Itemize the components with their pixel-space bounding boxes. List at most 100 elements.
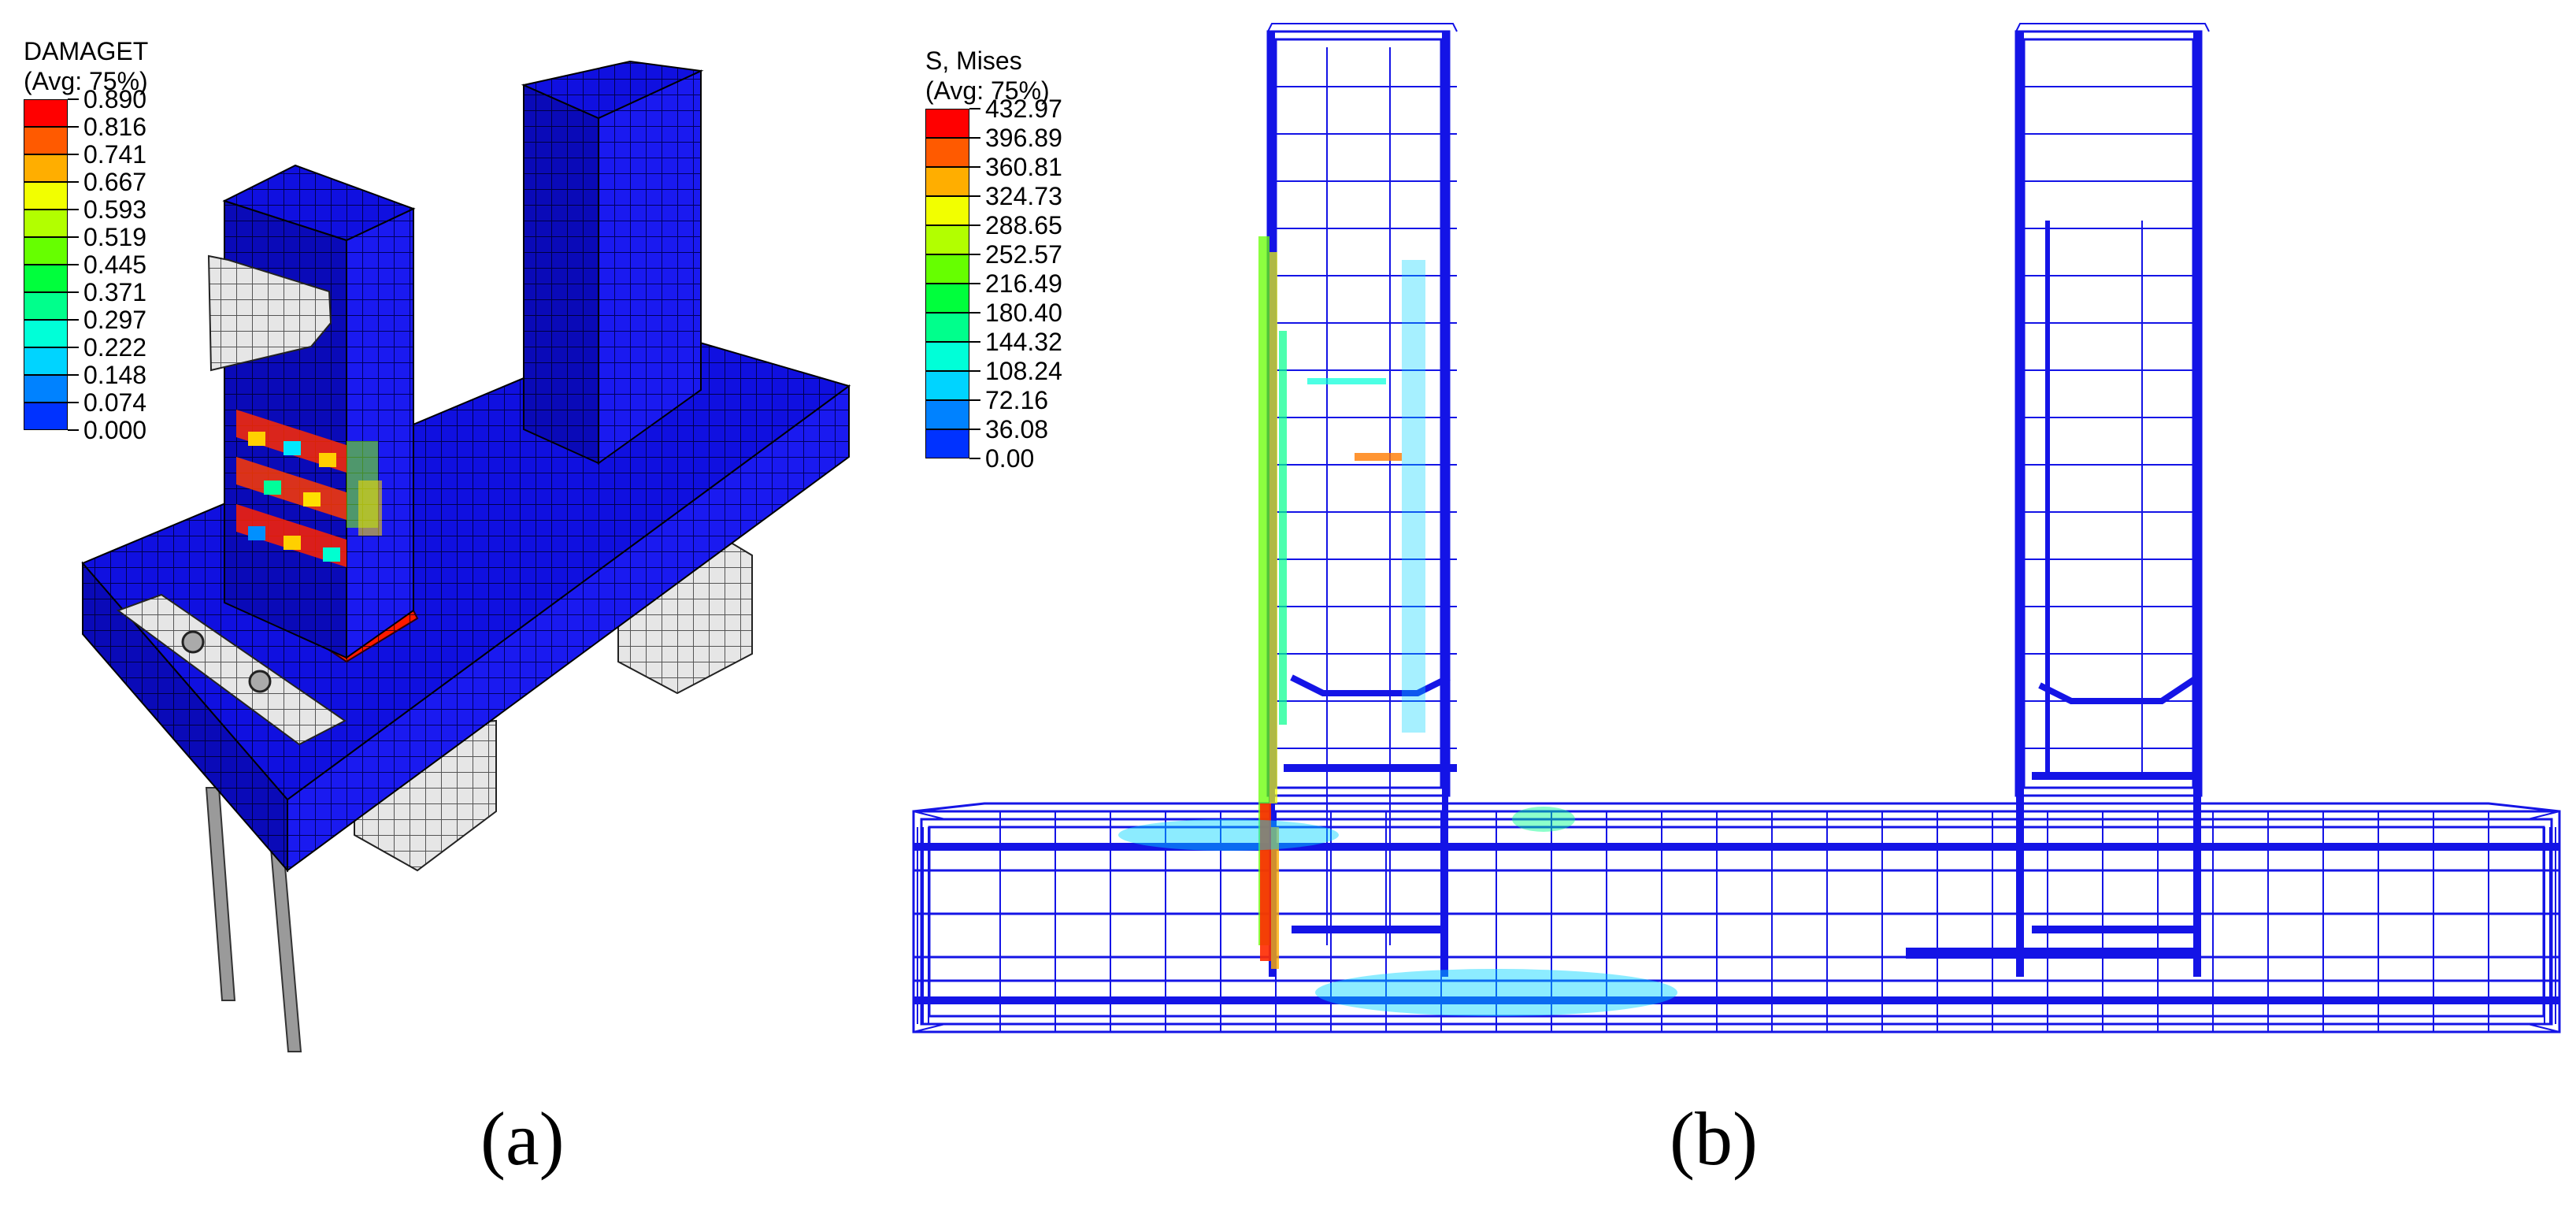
- legend-swatch: [925, 400, 969, 429]
- stress-contours: [1118, 236, 1677, 1016]
- bolt-head: [181, 630, 205, 654]
- legend-tick-label: 0.445: [83, 250, 147, 279]
- legend-tick-label: 432.97: [985, 95, 1062, 123]
- back-column-top: [521, 60, 704, 120]
- legend-damaget-colorbar: 0.890 0.816 0.741 0.667 0.593 0.519 0.44…: [24, 87, 148, 454]
- legend-tick-label: 324.73: [985, 182, 1062, 210]
- legend-mises-colorbar: 432.97 396.89 360.81 324.73 288.65 252.5…: [925, 96, 1062, 471]
- legend-damaget-title-line2: (Avg: 75%): [24, 67, 148, 95]
- legend-tick: [68, 126, 79, 128]
- anchor-rods: [205, 787, 302, 1052]
- legend-tick-label: 0.816: [83, 113, 147, 141]
- legend-tick: [969, 166, 980, 168]
- legend-damaget-title-line1: DAMAGET: [24, 37, 149, 65]
- legend-tick-label: 0.371: [83, 278, 147, 306]
- legend-swatch: [24, 403, 68, 430]
- legend-tick-label: 72.16: [985, 386, 1049, 414]
- legend-swatch: [24, 210, 68, 237]
- legend-swatch: [24, 182, 68, 210]
- damage-cracks: [236, 410, 382, 567]
- legend-tick-label: 36.08: [985, 415, 1049, 443]
- legend-tick: [68, 319, 79, 321]
- model-a-concrete-solid: [81, 60, 851, 1052]
- legend-tick: [969, 254, 980, 255]
- legend-tick-label: 0.297: [83, 306, 147, 334]
- legend-swatch: [925, 284, 969, 313]
- legend-tick: [969, 312, 980, 314]
- legend-tick-label: 360.81: [985, 153, 1062, 181]
- left-column-stirrups: [1268, 86, 1457, 933]
- anchor-plate-beam: [116, 593, 347, 746]
- caption-b: (b): [1670, 1097, 1758, 1181]
- legend-tick-label: 252.57: [985, 240, 1062, 269]
- legend-tick: [969, 429, 980, 430]
- legend-tick-label: 108.24: [985, 357, 1062, 385]
- legend-tick-label: 0.519: [83, 223, 147, 251]
- legend-swatch: [925, 225, 969, 254]
- front-column-side: [346, 207, 414, 659]
- legend-swatch: [24, 347, 68, 375]
- legend-tick-label: 0.890: [83, 85, 147, 113]
- caption-a: (a): [480, 1097, 565, 1181]
- model-b-rebar-cage: [912, 23, 2561, 1033]
- legend-swatch: [24, 265, 68, 292]
- legend-swatch: [24, 127, 68, 154]
- legend-swatch: [925, 167, 969, 196]
- legend-swatch: [925, 254, 969, 284]
- legend-tick: [969, 399, 980, 401]
- legend-tick: [969, 137, 980, 139]
- legend-swatch: [925, 109, 969, 138]
- legend-tick-label: 144.32: [985, 328, 1062, 356]
- legend-swatch: [24, 154, 68, 182]
- legend-tick-label: 0.741: [83, 140, 147, 169]
- legend-swatch: [24, 320, 68, 347]
- legend-swatch: [24, 292, 68, 320]
- back-column-front: [523, 83, 599, 465]
- legend-swatch: [925, 429, 969, 458]
- legend-tick: [969, 283, 980, 284]
- legend-swatch: [925, 138, 969, 167]
- legend-tick-label: 0.148: [83, 361, 147, 389]
- legend-tick-label: 180.40: [985, 299, 1062, 327]
- legend-tick: [68, 374, 79, 376]
- legend-tick: [68, 154, 79, 155]
- legend-swatch: [925, 342, 969, 371]
- legend-tick-label: 0.00: [985, 444, 1035, 473]
- legend-tick: [68, 264, 79, 265]
- right-column-stirrups: [1906, 86, 2201, 959]
- legend-damaget: DAMAGET (Avg: 75%) 0.890 0.816 0.741 0.6…: [24, 36, 148, 454]
- legend-tick: [68, 347, 79, 348]
- front-column-top: [222, 164, 416, 242]
- legend-tick-label: 396.89: [985, 124, 1062, 152]
- legend-tick: [969, 341, 980, 343]
- right-column-rebar-cage: [2014, 23, 2210, 977]
- legend-tick-label: 0.593: [83, 195, 147, 224]
- legend-tick: [68, 402, 79, 403]
- legend-mises-title-line1: S, Mises: [925, 46, 1022, 75]
- legend-tick: [68, 98, 79, 100]
- legend-tick-label: 288.65: [985, 211, 1062, 239]
- legend-tick: [969, 195, 980, 197]
- legend-tick-label: 216.49: [985, 269, 1062, 298]
- legend-tick-label: 0.074: [83, 388, 147, 417]
- legend-tick-label: 0.222: [83, 333, 147, 362]
- legend-tick-label: 0.667: [83, 168, 147, 196]
- legend-tick: [68, 209, 79, 210]
- legend-swatch: [24, 99, 68, 127]
- legend-tick-label: 0.000: [83, 416, 147, 444]
- legend-tick: [68, 236, 79, 238]
- bolt-head: [248, 670, 272, 693]
- legend-mises-title-line2: (Avg: 75%): [925, 76, 1050, 105]
- legend-tick: [969, 370, 980, 372]
- legend-tick: [969, 458, 980, 459]
- legend-swatch: [925, 371, 969, 400]
- beam-stirrups: [913, 811, 2560, 1033]
- legend-tick: [68, 429, 79, 431]
- legend-tick: [68, 181, 79, 183]
- legend-tick: [969, 108, 980, 109]
- legend-mises: S, Mises (Avg: 75%) 432.97 396.89 360.81…: [925, 46, 1062, 471]
- legend-swatch: [925, 313, 969, 342]
- legend-tick: [969, 225, 980, 226]
- loading-plate-column: [207, 254, 332, 372]
